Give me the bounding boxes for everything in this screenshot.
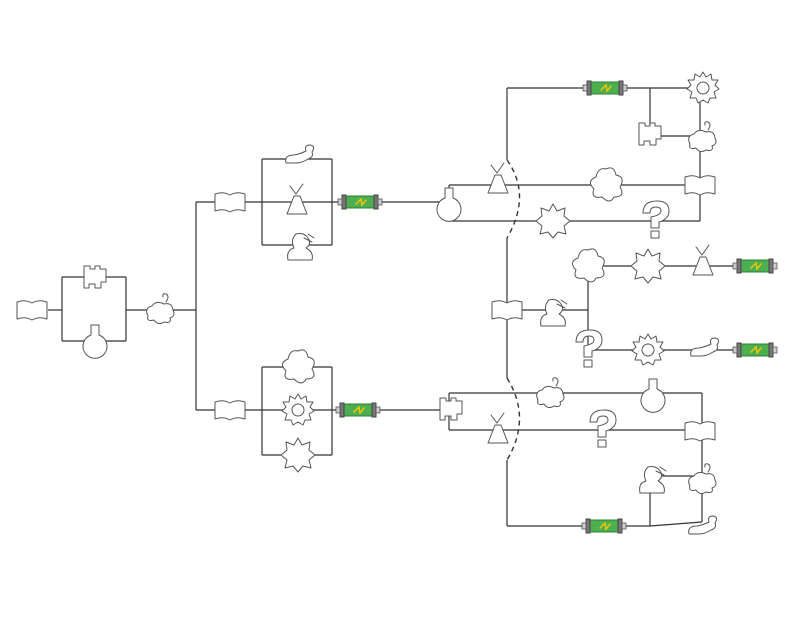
symbols	[16, 71, 778, 535]
gear-icon	[281, 393, 315, 426]
beaker-icon	[286, 183, 308, 215]
flower-icon	[572, 248, 605, 283]
chemist-icon	[639, 466, 667, 494]
flask-icon	[82, 324, 108, 359]
question-icon	[642, 200, 670, 239]
beaker-icon	[487, 162, 509, 194]
flask-icon	[436, 187, 462, 222]
book-icon	[491, 300, 523, 321]
question-icon	[575, 329, 603, 368]
arc-connector	[506, 377, 521, 461]
ghost-icon	[688, 463, 717, 495]
flame-icon	[688, 515, 718, 535]
arc-connector	[506, 159, 521, 239]
ribbon-icon	[83, 265, 107, 289]
beaker-icon	[692, 244, 714, 276]
book-icon	[214, 400, 246, 421]
flower-icon	[282, 349, 315, 384]
chemist-icon	[287, 233, 315, 261]
ribbon-icon	[439, 397, 463, 421]
beaker-icon	[487, 412, 509, 444]
capsule-icon	[732, 258, 778, 274]
ghost-icon	[688, 121, 717, 153]
flower-icon	[590, 167, 623, 202]
chemist-icon	[540, 299, 568, 327]
gear-icon	[631, 333, 665, 366]
ribbon-icon	[638, 122, 662, 146]
flask-icon	[640, 378, 666, 413]
book-icon	[684, 421, 716, 442]
ghost-icon	[536, 377, 565, 409]
book-icon	[214, 192, 246, 213]
splat-icon	[630, 248, 666, 284]
question-icon	[589, 409, 617, 448]
capsule-icon	[582, 80, 628, 96]
capsule-icon	[337, 194, 383, 210]
gear-icon	[686, 71, 720, 104]
capsule-icon	[581, 518, 627, 534]
book-icon	[16, 300, 48, 321]
flame-icon	[690, 337, 720, 357]
flame-icon	[285, 144, 315, 164]
wire	[649, 521, 703, 527]
book-icon	[684, 175, 716, 196]
splat-icon	[280, 437, 316, 473]
capsule-icon	[732, 342, 778, 358]
splat-icon	[535, 203, 571, 239]
ghost-icon	[146, 293, 175, 325]
capsule-icon	[335, 402, 381, 418]
